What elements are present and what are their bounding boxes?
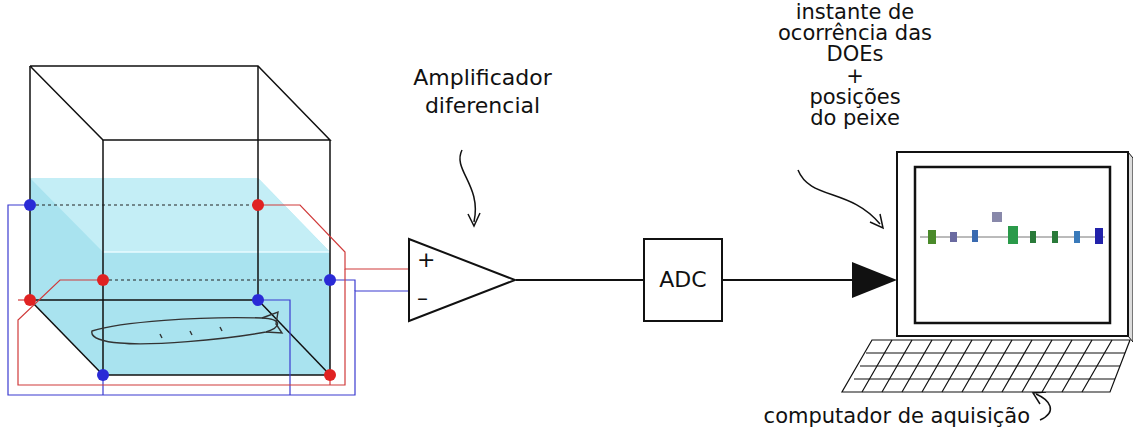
electrode-dots-part — [324, 369, 336, 381]
computer-monitor-part — [897, 152, 1128, 336]
aquarium-tank-part — [258, 300, 330, 375]
amplifier-symbol: +– — [408, 238, 516, 322]
computer-monitor-part — [950, 232, 957, 242]
process-box: ADC — [643, 238, 723, 322]
callout-label: computador de aquisição — [720, 404, 1030, 428]
fish-outline-part — [92, 318, 278, 344]
callout-arrows-part — [1033, 392, 1046, 404]
computer-monitor-part — [1095, 228, 1103, 244]
signal-arrow-part — [852, 262, 897, 298]
pin-sign: – — [417, 286, 428, 310]
computer-monitor-part — [1030, 231, 1036, 243]
pin-sign: + — [417, 248, 435, 272]
electrode-dots-part — [252, 199, 264, 211]
aquarium-tank-part — [329, 140, 331, 375]
signal-arrow — [723, 262, 897, 298]
aquarium-water-part — [30, 178, 330, 252]
aquarium-water-part — [103, 251, 330, 253]
computer-monitor-part — [992, 212, 1002, 222]
electrode-dots-part — [252, 294, 264, 306]
computer-monitor-part — [1052, 231, 1058, 243]
callout-label: Amplificador diferencial — [370, 64, 595, 120]
keyboard — [842, 340, 1130, 392]
aquarium-tank-part — [29, 66, 31, 300]
callout-label: instante de ocorrência das DOEs — [765, 2, 945, 65]
computer-monitor-part — [915, 167, 1110, 323]
callout-arrows-part — [468, 213, 480, 226]
keyboard-part — [854, 378, 1115, 379]
electrode-dots — [24, 199, 336, 381]
electrode-wires — [8, 205, 410, 395]
electrode-plane — [30, 205, 330, 280]
keyboard-part — [842, 340, 1130, 392]
keyboard-part — [862, 340, 1112, 392]
electrode-dots-part — [324, 274, 336, 286]
callout-arrows-part — [798, 170, 880, 224]
computer-monitor-part — [1008, 226, 1018, 244]
callout-arrows-part — [870, 214, 883, 228]
signal-wire — [516, 279, 643, 281]
electrode-wires-part — [258, 205, 410, 269]
aquarium-tank-part — [30, 66, 330, 140]
electrode-wires-part — [258, 300, 290, 395]
aquarium-tank-part — [30, 299, 258, 301]
aquarium-water — [30, 178, 330, 375]
amplifier-triangle — [409, 239, 515, 321]
electrode-wires-part — [18, 269, 345, 385]
fish-outline — [92, 312, 282, 344]
callout-label: posições do peixe — [797, 87, 913, 129]
signal-arrow-part — [723, 279, 855, 281]
computer-monitor-part — [928, 230, 936, 244]
callout-arrows-part — [460, 150, 475, 222]
aquarium-tank-part — [103, 374, 330, 376]
electrode-dots-part — [24, 294, 36, 306]
electrode-plane-part — [103, 279, 330, 280]
box-label: ADC — [659, 268, 706, 292]
electrode-dots-part — [97, 369, 109, 381]
electrode-dots-part — [97, 274, 109, 286]
computer-monitor-part — [1074, 231, 1080, 243]
callout-arrows-part — [1036, 394, 1050, 420]
keyboard-part — [860, 365, 1120, 366]
aquarium-tank — [30, 66, 330, 375]
aquarium-water-part — [30, 178, 330, 375]
fish-outline-part — [160, 327, 222, 338]
electrode-wires-part — [8, 205, 410, 395]
electrode-dots-part — [24, 199, 36, 211]
computer-monitor-part — [972, 230, 978, 242]
fish-outline-part — [262, 312, 282, 333]
computer-monitor — [897, 152, 1133, 342]
callout-label: + — [765, 66, 945, 87]
aquarium-tank-part — [30, 300, 103, 375]
aquarium-tank-part — [257, 66, 259, 300]
electrode-plane-part — [30, 204, 258, 205]
